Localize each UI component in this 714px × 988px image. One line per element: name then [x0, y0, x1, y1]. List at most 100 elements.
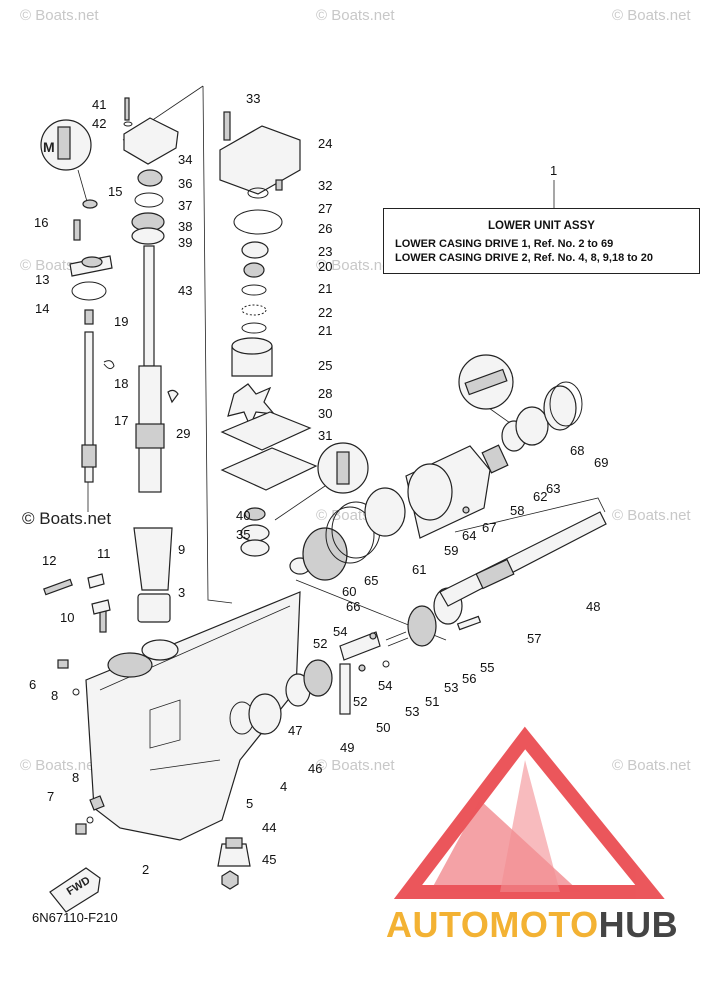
watermarks: © Boats.net © Boats.net © Boats.net © Bo…: [20, 7, 691, 774]
callout-label: 13: [35, 272, 49, 287]
callout-label: 34: [178, 152, 192, 167]
watermark: © Boats.net: [316, 757, 395, 774]
callout-label: 62: [533, 489, 547, 504]
watermark-large: © Boats.net: [22, 509, 111, 528]
watermark: © Boats.net: [20, 7, 99, 24]
callout-label: 9: [178, 542, 185, 557]
callout-label: 11: [97, 546, 111, 561]
callout-label: 50: [376, 720, 390, 735]
callout-label: 32: [318, 178, 332, 193]
brand-wordmark-part1: AUTOMOTO: [386, 904, 599, 945]
callout-label: 36: [178, 176, 192, 191]
callout-label: 30: [318, 406, 332, 421]
callout-label: 58: [510, 503, 524, 518]
callout-label: 21: [318, 281, 332, 296]
callout-label: 49: [340, 740, 354, 755]
callout-label: 15: [108, 184, 122, 199]
callout-label: 65: [364, 573, 378, 588]
callout-label: 12: [42, 553, 56, 568]
callout-label: 46: [308, 761, 322, 776]
watermark: © Boats.net: [612, 7, 691, 24]
callout-label: 38: [178, 219, 192, 234]
lower-unit-info-box: LOWER UNIT ASSY LOWER CASING DRIVE 1, Re…: [383, 208, 700, 274]
lower-casing: [43, 573, 301, 841]
pinion-parts: [49, 837, 251, 913]
callout-label: 5: [246, 796, 253, 811]
watermark: © Boats.net: [316, 257, 395, 274]
callout-label: 31: [318, 428, 332, 443]
callout-label: 28: [318, 386, 332, 401]
callout-label: 39: [178, 235, 192, 250]
info-box-line-1: LOWER CASING DRIVE 1, Ref. No. 2 to 69: [395, 238, 614, 250]
callout-label: 18: [114, 376, 128, 391]
callout-label: 52: [313, 636, 327, 651]
callout-label: 60: [342, 584, 356, 599]
callout-label: 52: [353, 694, 367, 709]
callout-label: 68: [570, 443, 584, 458]
callout-label: 1: [550, 163, 557, 178]
callout-label: 54: [333, 624, 347, 639]
callout-label: 56: [462, 671, 476, 686]
callout-label: 57: [527, 631, 541, 646]
callout-label: 51: [425, 694, 439, 709]
callout-label: 19: [114, 314, 128, 329]
callout-label: 69: [594, 455, 608, 470]
callout-label: 41: [92, 97, 106, 112]
callout-label: 22: [318, 305, 332, 320]
brand-wordmark-part2: HUB: [598, 904, 679, 945]
info-box-line-2: LOWER CASING DRIVE 2, Ref. No. 4, 8, 9,1…: [395, 252, 653, 264]
callout-label: 27: [318, 201, 332, 216]
callout-label: 37: [178, 198, 192, 213]
callout-label: 20: [318, 259, 332, 274]
callout-labels: 41 42 34 36 37 38 39 43 15 16 13 14 19 1…: [29, 91, 608, 877]
callout-label: 64: [462, 528, 476, 543]
callout-label: 23: [318, 244, 332, 259]
callout-label: 48: [586, 599, 600, 614]
callout-label: 33: [246, 91, 260, 106]
callout-label: 29: [176, 426, 190, 441]
watermark: © Boats.net: [612, 757, 691, 774]
watermark: © Boats.net: [316, 7, 395, 24]
callout-label: 44: [262, 820, 276, 835]
watermark: © Boats.net: [612, 507, 691, 524]
callout-label: 53: [405, 704, 419, 719]
callout-label: 45: [262, 852, 276, 867]
callout-label: 6: [29, 677, 36, 692]
svg-text:M: M: [43, 139, 55, 155]
callout-label: 10: [60, 610, 74, 625]
callout-label: 54: [378, 678, 392, 693]
callout-label: 61: [412, 562, 426, 577]
callout-label: 2: [142, 862, 149, 877]
prop-shaft-parts: [229, 354, 607, 735]
callout-label: 25: [318, 358, 332, 373]
callout-label: 3: [178, 585, 185, 600]
left-column-parts: M: [40, 119, 115, 483]
callout-label: 43: [178, 283, 192, 298]
callout-label: 47: [288, 723, 302, 738]
drive-shaft-parts: [123, 97, 179, 623]
callout-label: 14: [35, 301, 49, 316]
brand-logo-icon: [393, 726, 665, 899]
callout-label: 24: [318, 136, 332, 151]
callout-label: 21: [318, 323, 332, 338]
watermark: © Boats.net: [20, 757, 99, 774]
water-pump-parts: [219, 111, 369, 557]
callout-label: 8: [51, 688, 58, 703]
callout-label: 59: [444, 543, 458, 558]
callout-label: 4: [280, 779, 287, 794]
callout-label: 40: [236, 508, 250, 523]
callout-label: 66: [346, 599, 360, 614]
callout-label: 26: [318, 221, 332, 236]
callout-label: 63: [546, 481, 560, 496]
callout-label: 42: [92, 116, 106, 131]
callout-label: 55: [480, 660, 494, 675]
brand-wordmark: AUTOMOTOHUB: [386, 904, 678, 946]
callout-label: 16: [34, 215, 48, 230]
callout-label: 53: [444, 680, 458, 695]
diagram-code: 6N67110-F210: [32, 910, 118, 925]
callout-label: 17: [114, 413, 128, 428]
callout-label: 67: [482, 520, 496, 535]
info-box-title: LOWER UNIT ASSY: [488, 220, 595, 232]
callout-label: 35: [236, 527, 250, 542]
